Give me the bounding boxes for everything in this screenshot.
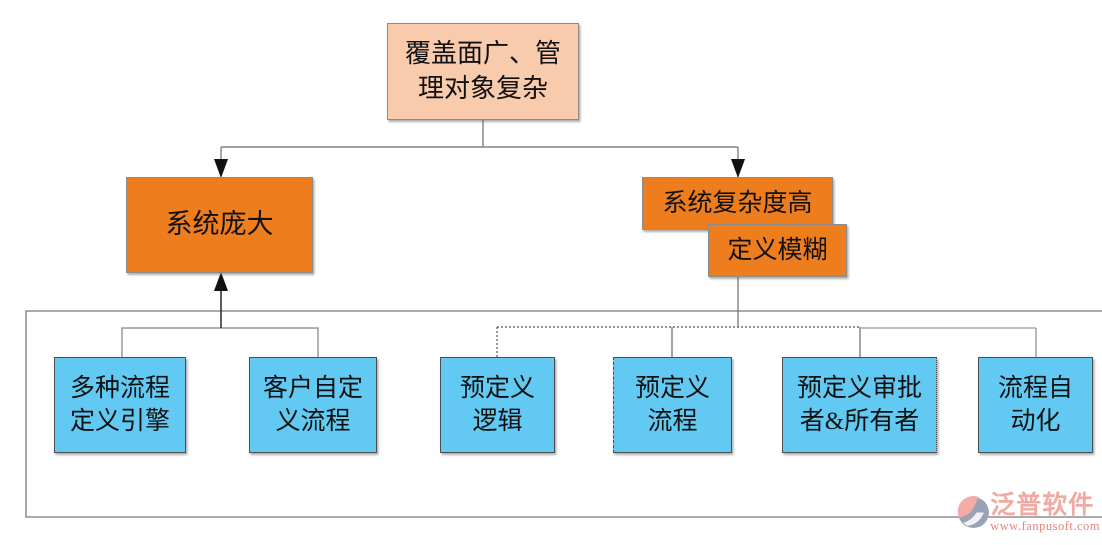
node-label-line: 定义引擎 [69,408,170,435]
node-label-line: 多种流程 [69,375,170,402]
node-label-line: 动化 [1010,408,1061,435]
node-predefined-approver: 预定义审批 者&所有者 [782,357,937,453]
node-definition-vague: 定义模糊 [708,224,847,277]
fanpu-logo-icon [958,496,990,528]
node-label-line: 流程自 [997,375,1073,402]
node-system-large: 系统庞大 [126,177,313,273]
node-label-line: 义流程 [275,408,351,435]
arrow-down-right-icon [731,159,745,178]
arrow-down-left-icon [214,159,228,178]
node-predefined-process: 预定义 流程 [613,357,732,453]
node-label-line: 客户自定 [262,375,363,402]
node-label-line: 覆盖面广、管 [404,39,561,69]
node-custom-process: 客户自定 义流程 [249,357,377,453]
node-process-automation: 流程自 动化 [978,357,1093,453]
node-label: 系统复杂度高 [662,190,813,217]
fanpu-logo: 泛普软件 www.fanpusoft.com [957,491,1100,533]
node-label-line: 预定义 [459,375,535,402]
node-multi-engine: 多种流程 定义引擎 [54,357,186,453]
node-label-line: 预定义审批 [796,375,922,402]
node-system-complex: 系统复杂度高 [642,177,833,230]
node-label-line: 逻辑 [472,408,523,435]
arrow-up-icon [214,272,228,291]
node-root: 覆盖面广、管 理对象复杂 [387,23,579,120]
node-label-line: 理对象复杂 [417,73,548,103]
node-label: 定义模糊 [727,237,828,264]
node-label-line: 者&所有者 [799,408,920,435]
node-label-line: 流程 [647,408,698,435]
node-label: 系统庞大 [165,209,274,240]
right-bracket-connector [496,326,1037,357]
region-outline [25,310,1102,518]
node-label-line: 预定义 [634,375,710,402]
fanpu-brand-text: 泛普软件 [990,491,1095,519]
node-predefined-logic: 预定义 逻辑 [440,357,555,453]
fanpu-url-text: www.fanpusoft.com [990,518,1100,533]
left-bracket-connector [121,327,319,357]
